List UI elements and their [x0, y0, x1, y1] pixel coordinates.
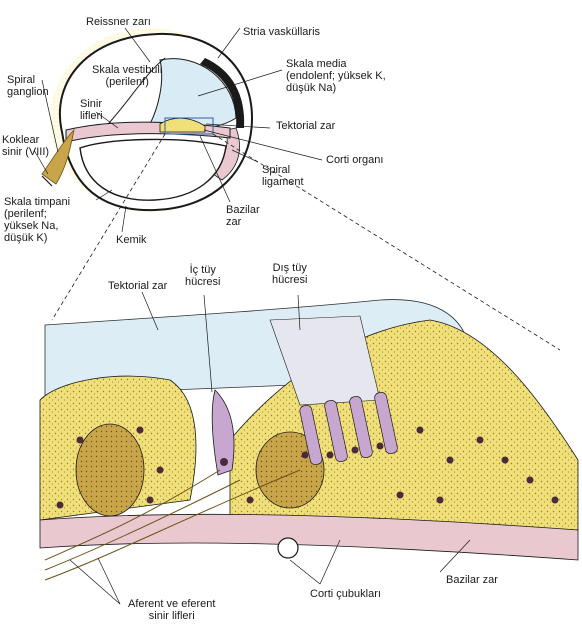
outer-hair-cell-2 [324, 400, 348, 462]
outer-hair-cell-3 [349, 396, 373, 458]
cochlear-cross-section [41, 28, 254, 212]
label-reissner-membrane: Reissner zarı [86, 16, 151, 28]
stria-vascularis [200, 58, 245, 128]
outer-hair-cell-1 [299, 404, 323, 466]
outer-hair-cell-4 [374, 392, 398, 454]
nerve-fiber-2 [44, 479, 241, 571]
label-organ-of-corti: Corti organı [326, 154, 384, 166]
cochlear-nerve-stub [41, 175, 53, 187]
label-outer-hair-cell: Dış tüy hücresi [272, 262, 308, 286]
inner-phalangeal-cell [75, 423, 145, 517]
zoom-line-left [51, 133, 166, 321]
label-afferent-efferent-fibers: Aferent ve eferent sinir lifleri [128, 598, 216, 622]
label-spiral-ganglion: Spiral ganglion [7, 74, 49, 98]
label-pillars-of-corti: Corti çubukları [310, 588, 381, 600]
spiral-ganglion [41, 128, 75, 185]
organ-of-corti-detail [39, 299, 579, 581]
label-inner-hair-cell: İç tüy hücresi [185, 264, 221, 288]
cell-nuclei [56, 426, 559, 509]
label-scala-vestibuli: Skala vestibuli (perilenf) [92, 64, 163, 88]
pillar-cell-body [255, 431, 325, 509]
label-stria-vascularis: Stria vasküllaris [243, 26, 321, 38]
nerve-fiber-3 [44, 469, 301, 581]
inner-hair-cell [211, 389, 235, 476]
label-cochlear-nerve: Koklear sinir (VIII) [2, 134, 50, 158]
label-scala-media: Skala media (endolenf; yüksek K, düşük N… [286, 58, 386, 94]
zoom-box [164, 117, 214, 135]
label-basilar-membrane-bottom: Bazilar zar [446, 574, 498, 586]
nerve-fiber-1 [44, 469, 221, 561]
reissner-membrane [107, 57, 166, 125]
basilar-membrane [39, 513, 579, 561]
zoom-line-right [212, 133, 561, 351]
label-nerve-fibers: Sinir lifleri [80, 98, 103, 122]
leader-lines [33, 27, 471, 605]
label-tectorial-membrane-bottom: Tektorial zar [108, 280, 168, 292]
label-scala-tympani: Skala timpani (perilenf; yüksek Na, düşü… [4, 196, 71, 244]
label-tectorial-membrane-top: Tektorial zar [276, 120, 336, 132]
organ-of-corti-small [159, 117, 206, 133]
spiral-vessel [277, 537, 299, 559]
scala-tympani [79, 138, 227, 201]
label-basilar-membrane-top: Bazilar zar [226, 204, 260, 228]
label-spiral-ligament: Spiral ligament [262, 164, 304, 188]
label-bone: Kemik [116, 234, 147, 246]
